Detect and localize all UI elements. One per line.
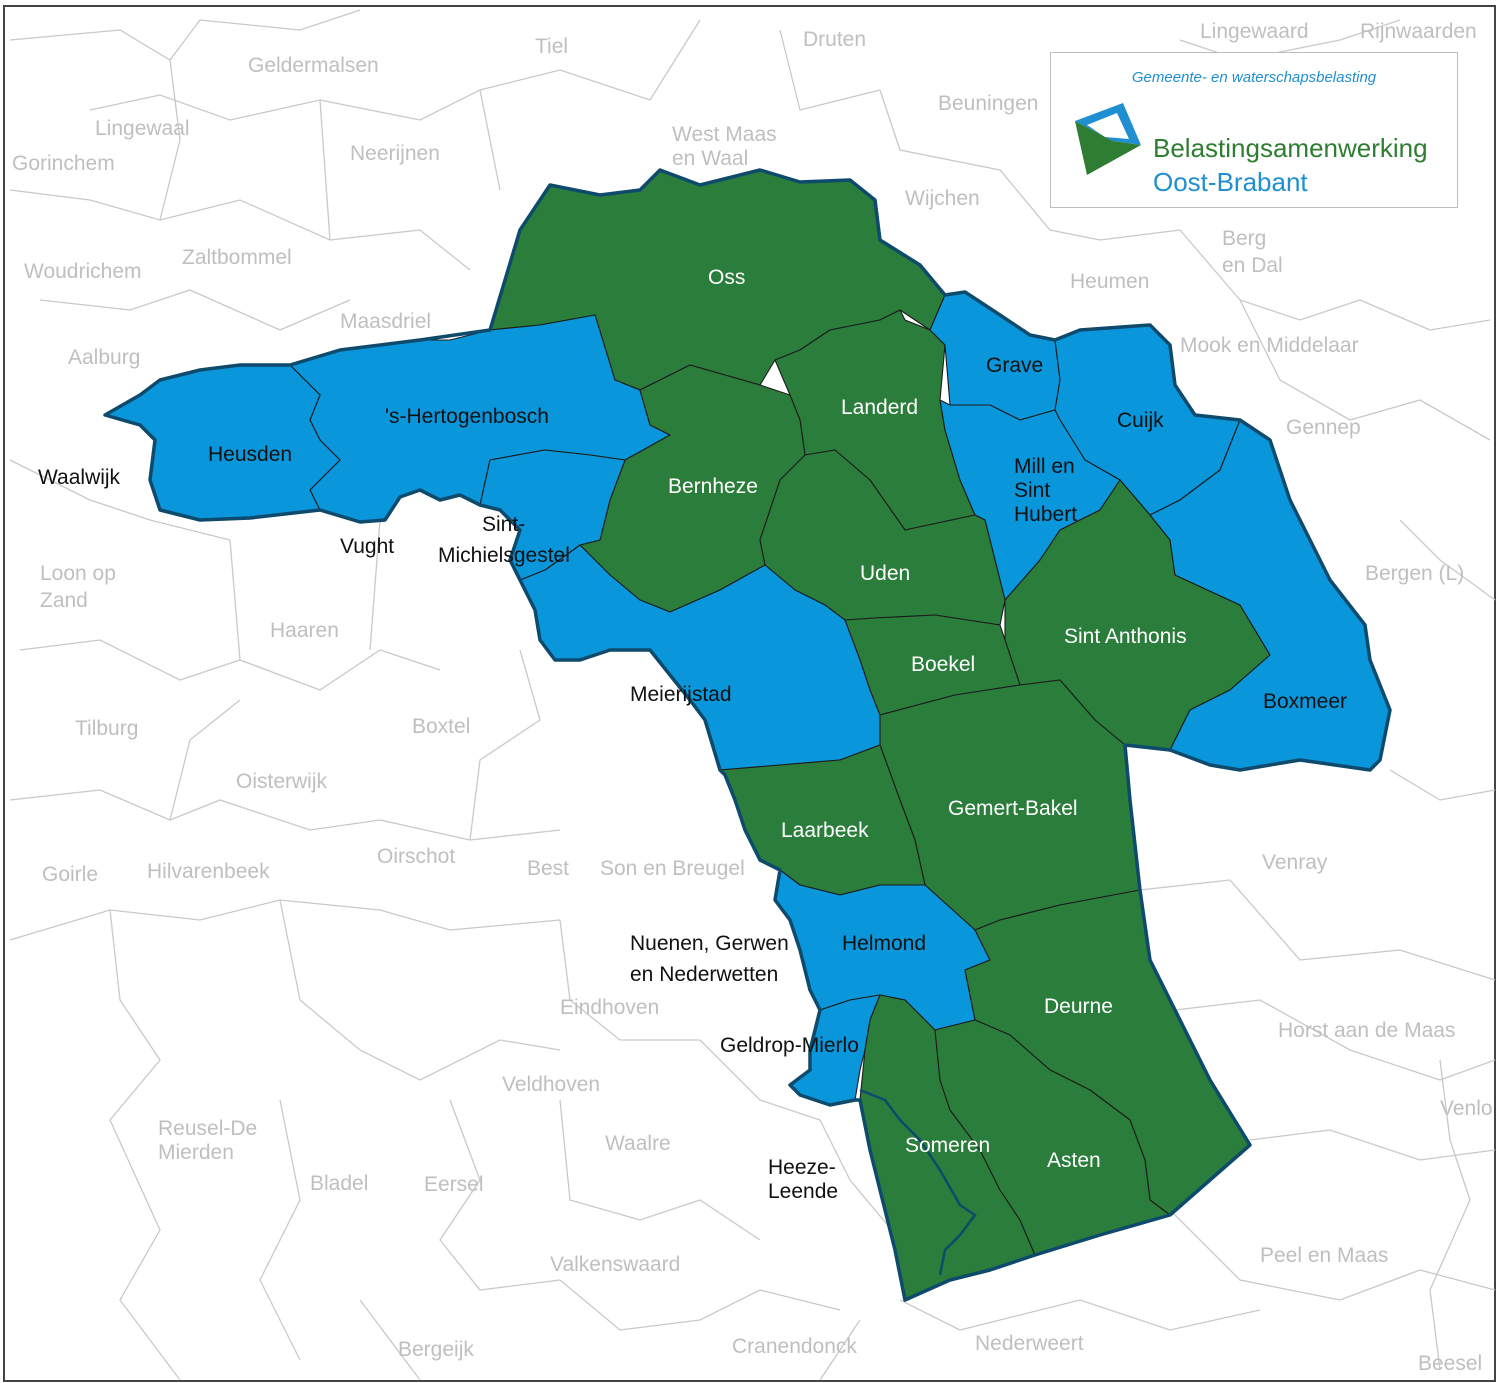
label-hertogenbosch: 's-Hertogenbosch	[385, 405, 549, 428]
label-lingewaal: Lingewaal	[95, 117, 190, 140]
label-druten: Druten	[803, 28, 866, 51]
label-lingewaard: Lingewaard	[1200, 20, 1309, 43]
label-boekel: Boekel	[911, 653, 975, 676]
label-nuenen1: Nuenen, Gerwen	[630, 932, 789, 955]
logo-tagline: Gemeente- en waterschapsbelasting	[1131, 69, 1377, 86]
label-geldrop: Geldrop-Mierlo	[720, 1034, 859, 1057]
label-laarbeek: Laarbeek	[781, 819, 869, 842]
label-neerijnen: Neerijnen	[350, 142, 440, 165]
map-frame	[3, 5, 1496, 1382]
label-oss: Oss	[708, 266, 745, 289]
label-heusden: Heusden	[208, 443, 292, 466]
label-goirle: Goirle	[42, 863, 98, 886]
label-asten: Asten	[1047, 1149, 1101, 1172]
municipalities	[104, 169, 1391, 1301]
label-gennep: Gennep	[1286, 416, 1361, 439]
label-landerd: Landerd	[841, 396, 918, 419]
label-beuningen: Beuningen	[938, 92, 1038, 115]
label-mill2: Sint	[1014, 479, 1050, 502]
label-venray: Venray	[1262, 851, 1328, 874]
label-mill1: Mill en	[1014, 455, 1075, 478]
label-vught: Vught	[340, 535, 394, 558]
label-cranendonck: Cranendonck	[732, 1335, 857, 1358]
label-smg2: Michielsgestel	[438, 544, 570, 567]
label-reusel1: Reusel-De	[158, 1117, 257, 1140]
label-someren: Someren	[905, 1134, 990, 1157]
label-tiel: Tiel	[535, 35, 568, 58]
label-aalburg: Aalburg	[68, 346, 140, 369]
label-hilvarenbeek: Hilvarenbeek	[147, 860, 270, 883]
label-heeze2: Leende	[768, 1180, 838, 1203]
label-loon1: Loon op	[40, 562, 116, 585]
label-westmaas2: en Waal	[672, 147, 748, 170]
label-eersel: Eersel	[424, 1173, 484, 1196]
label-westmaas1: West Maas	[672, 123, 777, 146]
label-berg1: Berg	[1222, 227, 1266, 250]
label-horst: Horst aan de Maas	[1278, 1019, 1455, 1042]
region-outline	[103, 168, 1392, 1302]
label-geldermalsen: Geldermalsen	[248, 54, 379, 77]
label-helmond: Helmond	[842, 932, 926, 955]
label-rijnwaarden: Rijnwaarden	[1360, 20, 1477, 43]
label-beesel: Beesel	[1418, 1352, 1482, 1375]
label-nuenen2: en Nederwetten	[630, 963, 778, 986]
label-valkenswaard: Valkenswaard	[550, 1253, 680, 1276]
label-best: Best	[527, 857, 569, 880]
label-gorinchem: Gorinchem	[12, 152, 115, 175]
label-loon2: Zand	[40, 589, 88, 612]
label-tilburg: Tilburg	[75, 717, 138, 740]
logo-line2: Oost-Brabant	[1153, 167, 1308, 197]
label-meierijstad: Meierijstad	[630, 683, 732, 706]
label-berg2: en Dal	[1222, 254, 1283, 277]
label-peel: Peel en Maas	[1260, 1244, 1388, 1267]
label-gemert-bakel: Gemert-Bakel	[948, 797, 1078, 820]
label-grave: Grave	[986, 354, 1043, 377]
outside-labels: Tiel Druten Lingewaard Rijnwaarden Gelde…	[12, 20, 1493, 1375]
label-waalwijk: Waalwijk	[38, 466, 121, 489]
label-heumen: Heumen	[1070, 270, 1149, 293]
label-mill3: Hubert	[1014, 503, 1077, 526]
label-oisterwijk: Oisterwijk	[236, 770, 328, 793]
label-bernheze: Bernheze	[668, 475, 758, 498]
label-maasdriel: Maasdriel	[340, 310, 431, 333]
background-borders	[9, 9, 1496, 1381]
label-bergeijk: Bergeijk	[398, 1338, 474, 1361]
label-zaltbommel: Zaltbommel	[182, 246, 292, 269]
label-woudrichem: Woudrichem	[24, 260, 142, 283]
label-smg1: Sint-	[482, 513, 525, 536]
diamond-logo-icon	[1075, 103, 1141, 175]
river-line	[859, 1088, 977, 1276]
label-eindhoven: Eindhoven	[560, 996, 659, 1019]
label-venlo: Venlo	[1440, 1097, 1493, 1120]
label-bladel: Bladel	[310, 1172, 368, 1195]
label-boxtel: Boxtel	[412, 715, 470, 738]
label-reusel2: Mierden	[158, 1141, 234, 1164]
label-cuijk: Cuijk	[1117, 409, 1164, 432]
label-haaren: Haaren	[270, 619, 339, 642]
label-sint-anthonis: Sint Anthonis	[1064, 625, 1187, 648]
label-nederweert: Nederweert	[975, 1332, 1084, 1355]
label-heeze1: Heeze-	[768, 1156, 836, 1179]
white-labels: Oss Landerd Bernheze Uden Sint Anthonis …	[668, 266, 1187, 1172]
label-bergen: Bergen (L)	[1365, 562, 1464, 585]
label-son: Son en Breugel	[600, 857, 745, 880]
label-veldhoven: Veldhoven	[502, 1073, 600, 1096]
label-boxmeer: Boxmeer	[1263, 690, 1347, 713]
label-deurne: Deurne	[1044, 995, 1113, 1018]
label-mook: Mook en Middelaar	[1180, 334, 1359, 357]
logo-panel: Gemeente- en waterschapsbelasting Belast…	[1050, 52, 1458, 208]
label-waalre: Waalre	[605, 1132, 671, 1155]
label-oirschot: Oirschot	[377, 845, 455, 868]
logo-line1: Belastingsamenwerking	[1153, 133, 1428, 163]
dark-labels: Waalwijk Vught Sint- Michielsgestel Meie…	[38, 354, 1347, 1203]
label-wijchen: Wijchen	[905, 187, 980, 210]
label-uden: Uden	[860, 562, 910, 585]
